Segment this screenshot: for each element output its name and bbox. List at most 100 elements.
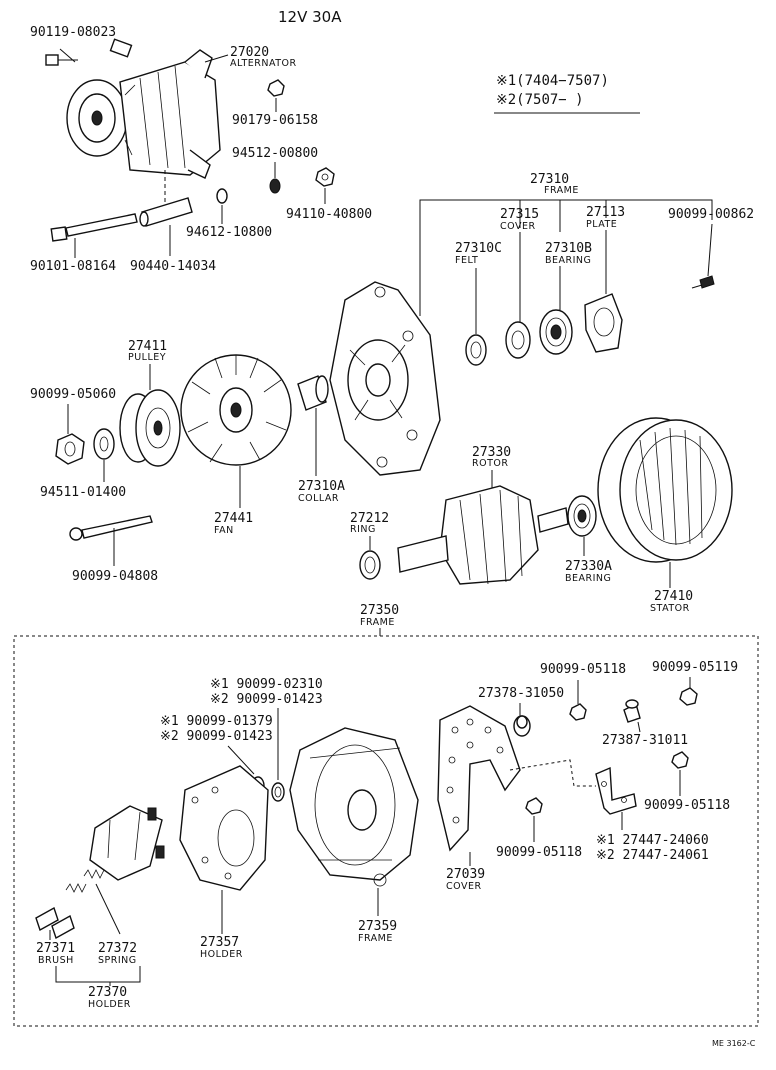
terminal-27387 [623, 699, 641, 723]
washer-90099-02310 [271, 782, 285, 802]
label-90099-05119: 90099-05119 [652, 660, 738, 675]
label-27113-plate: PLATE [586, 219, 617, 230]
alternator-assembly [66, 38, 221, 179]
nut-90099-05118-a [569, 703, 587, 721]
felt-27310C [465, 334, 487, 366]
plate-27113 [584, 293, 623, 353]
label-27370: 27370 [88, 985, 127, 1000]
nut-90099-05119 [679, 687, 698, 706]
bolt-90099-04808 [69, 515, 153, 541]
label-27310: 27310 [530, 172, 569, 187]
bracket-27447 [595, 766, 637, 815]
label-27447-24061: ※2 27447-24061 [596, 848, 709, 863]
fan-27441 [180, 354, 292, 466]
screw-90099-00862 [691, 275, 715, 289]
frame-27350-boundary [13, 635, 759, 1027]
label-27310B-bearing: BEARING [545, 255, 591, 266]
label-27441-fan: FAN [214, 525, 234, 536]
insulator-27378 [513, 715, 531, 737]
label-27371-brush: BRUSH [38, 955, 74, 966]
label-alternator: ALTERNATOR [230, 58, 297, 69]
label-27372: 27372 [98, 941, 137, 956]
label-27387-31011: 27387-31011 [602, 733, 688, 748]
label-27310C-felt: FELT [455, 255, 478, 266]
label-90099-01423-b: ※2 90099-01423 [160, 729, 273, 744]
brush-holder-27370 [89, 805, 165, 881]
label-27359: 27359 [358, 919, 397, 934]
label-27447-24060: ※1 27447-24060 [596, 833, 709, 848]
cover-27315 [505, 321, 531, 359]
label-90099-05060: 90099-05060 [30, 387, 116, 402]
nut-90099-05060 [55, 433, 85, 465]
label-27330-rotor: ROTOR [472, 458, 508, 469]
stator-27410 [597, 417, 733, 563]
label-90179-06158: 90179-06158 [232, 113, 318, 128]
frame-27310 [329, 281, 441, 476]
label-27357: 27357 [200, 935, 239, 950]
label-27410-stator: STATOR [650, 603, 690, 614]
label-90440-14034: 90440-14034 [130, 259, 216, 274]
nut-94110 [315, 167, 335, 187]
label-27357-holder: HOLDER [200, 949, 243, 960]
nut-90099-05118-b [525, 797, 543, 815]
label-27310-frame: FRAME [544, 185, 579, 196]
bearing-27330A [567, 495, 597, 537]
label-27411: 27411 [128, 339, 167, 354]
diagram-code: ME 3162-C [712, 1039, 756, 1048]
pulley-27411 [119, 389, 181, 467]
cover-27039 [437, 705, 521, 852]
collar-90440 [139, 197, 193, 227]
label-27039-cover: COVER [446, 881, 482, 892]
label-27359-frame: FRAME [358, 933, 393, 944]
label-27315-cover: COVER [500, 221, 536, 232]
label-27370-holder: HOLDER [88, 999, 131, 1010]
label-27310B: 27310B [545, 241, 592, 256]
label-94512-00800: 94512-00800 [232, 146, 318, 161]
diagram-title: 12V 30A [278, 8, 342, 26]
label-27212: 27212 [350, 511, 389, 526]
label-94511-01400: 94511-01400 [40, 485, 126, 500]
label-27350: 27350 [360, 603, 399, 618]
label-27371: 27371 [36, 941, 75, 956]
label-27330: 27330 [472, 445, 511, 460]
label-90099-01379: ※1 90099-01379 [160, 714, 273, 729]
label-90099-04808: 90099-04808 [72, 569, 158, 584]
label-90099-05118-a: 90099-05118 [540, 662, 626, 677]
label-27411-pulley: PULLEY [128, 352, 166, 363]
label-90119-08023: 90119-08023 [30, 25, 116, 40]
label-90099-05118-c: 90099-05118 [644, 798, 730, 813]
bolt-90119 [45, 54, 78, 66]
label-27378-31050: 27378-31050 [478, 686, 564, 701]
washer-94512 [269, 178, 281, 194]
note-range-2: ※2(7507− ) [496, 92, 584, 108]
note-range-1: ※1(7404−7507) [496, 73, 609, 89]
label-27330A-bearing: BEARING [565, 573, 611, 584]
label-27310A-collar: COLLAR [298, 493, 339, 504]
label-90101-08164: 90101-08164 [30, 259, 116, 274]
washer-94511 [93, 428, 115, 460]
ring-27212 [359, 550, 381, 580]
label-27372-spring: SPRING [98, 955, 137, 966]
label-27310A: 27310A [298, 479, 345, 494]
label-27410: 27410 [654, 589, 693, 604]
label-90099-05118-b: 90099-05118 [496, 845, 582, 860]
bearing-27310B [539, 309, 573, 355]
label-90099-00862: 90099-00862 [668, 207, 754, 222]
label-27310C: 27310C [455, 241, 502, 256]
label-90099-01423-a: ※2 90099-01423 [210, 692, 323, 707]
collar-27310A [297, 375, 329, 411]
label-27039: 27039 [446, 867, 485, 882]
nut-90179 [267, 79, 285, 97]
washer-94612 [216, 188, 228, 204]
frame-27359 [289, 727, 419, 887]
label-27315: 27315 [500, 207, 539, 222]
label-27020: 27020 [230, 45, 269, 60]
brush-27371 [35, 906, 75, 940]
label-94612-10800: 94612-10800 [186, 225, 272, 240]
label-94110-40800: 94110-40800 [286, 207, 372, 222]
label-27330A: 27330A [565, 559, 612, 574]
spring-27372 [65, 869, 105, 893]
label-27113: 27113 [586, 205, 625, 220]
